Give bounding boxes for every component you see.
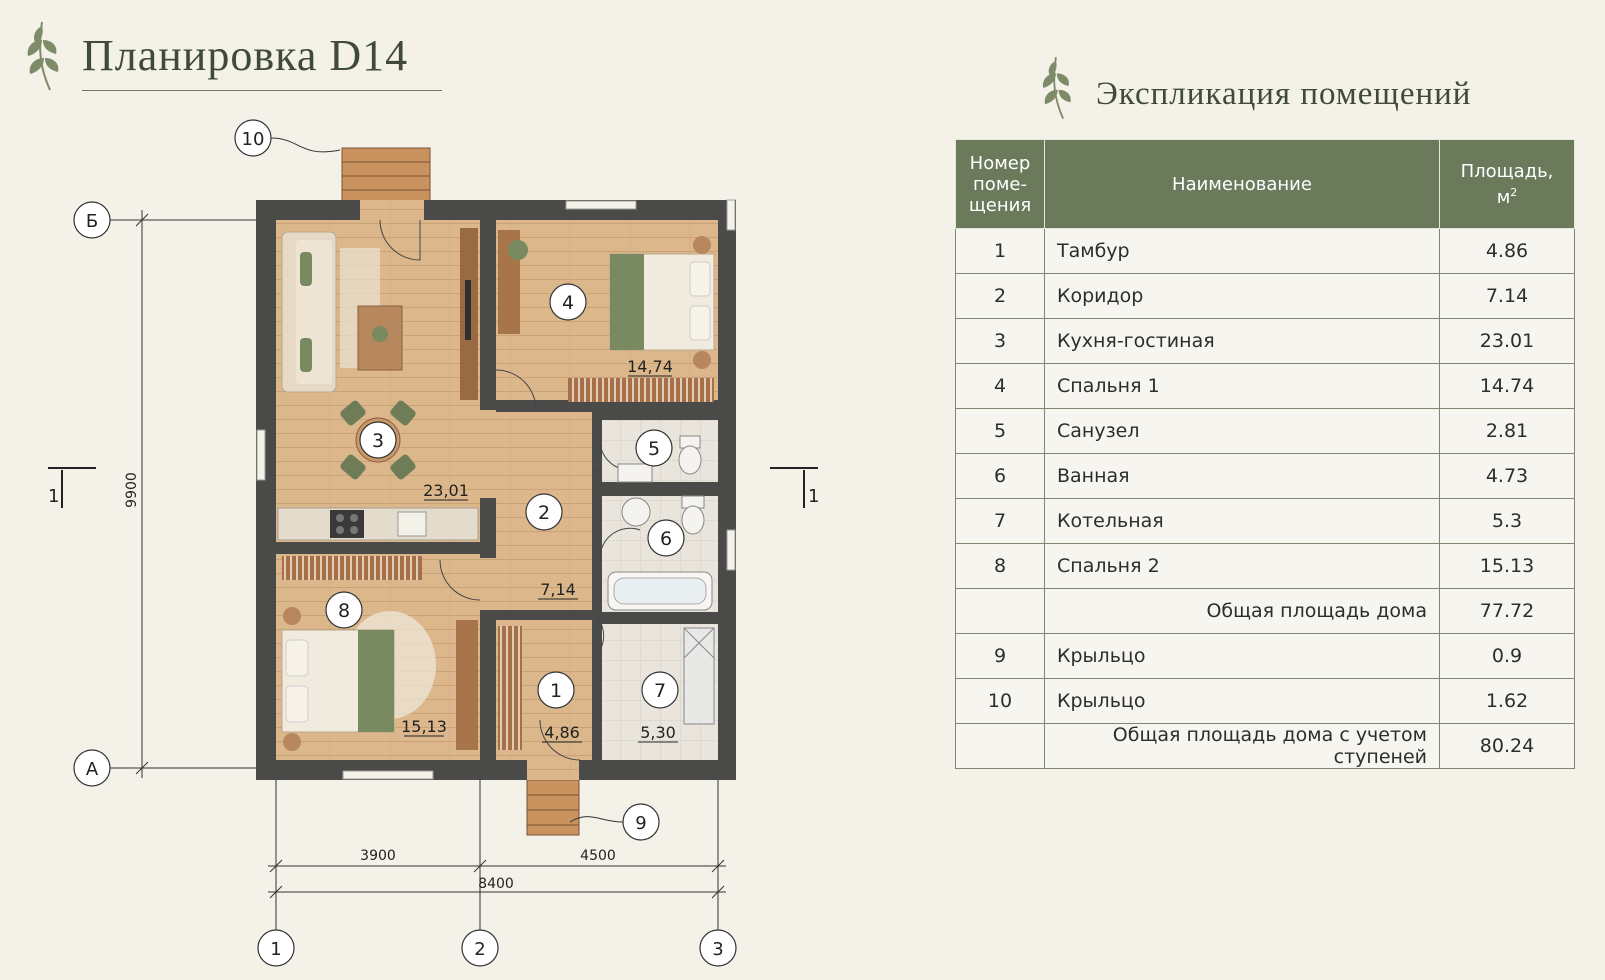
front-door-opening: [360, 200, 424, 220]
axis-number-1: 1: [270, 939, 281, 960]
page-title: Планировка D14: [82, 31, 409, 80]
dim-left-span: 3900: [360, 848, 396, 864]
axis-letter-b: Б: [86, 211, 98, 232]
section-label-right: 1: [808, 486, 819, 507]
bedroom-1-furniture: [498, 230, 715, 402]
room-1-area: 4,86: [544, 723, 580, 742]
room-4-number: 4: [562, 292, 574, 314]
axis-number-3: 3: [712, 939, 723, 960]
explication-table: Номер поме- щения Наименование Площадь, …: [955, 139, 1575, 769]
room-5-number: 5: [648, 438, 660, 460]
porch-9-number: 9: [635, 813, 646, 834]
room-6-number: 6: [660, 528, 672, 550]
porch-10-number: 10: [242, 129, 265, 150]
header-name: Наименование: [1044, 139, 1440, 229]
dimension-lines: [110, 210, 726, 930]
header-area: Площадь, м2: [1439, 139, 1575, 229]
section-labels: 1 1: [48, 486, 819, 507]
windows: [256, 199, 736, 780]
room-4-area: 14,74: [627, 357, 673, 376]
leaf-icon: [1036, 52, 1074, 127]
room-numbers: 1 2 3 4 5 6 7 8: [338, 292, 672, 702]
dim-height: 9900: [124, 472, 140, 508]
axis-markers: Б А 1 2 3: [73, 201, 737, 967]
section-label-left: 1: [48, 486, 59, 507]
explication-title: Экспликация помещений: [1096, 76, 1472, 112]
dim-right-span: 4500: [580, 848, 616, 864]
dimension-labels: 3900 4500 8400 9900: [124, 472, 616, 892]
door-swings: [379, 219, 641, 761]
living-room-furniture: [277, 228, 479, 541]
room-7-number: 7: [654, 680, 666, 702]
room-3-area: 23,01: [423, 481, 469, 500]
floor-plan: 1 2 3 4 5 6 7 8 4,86 7,14 23,01 14,74 5,…: [48, 119, 819, 967]
room-1-number: 1: [550, 680, 562, 702]
header-number: Номер поме- щения: [955, 139, 1045, 229]
table-header-row: Номер поме- щения Наименование Площадь, …: [955, 139, 1575, 229]
room-8-area: 15,13: [401, 717, 447, 736]
bedroom-2-furniture: [281, 556, 522, 751]
room-3-number: 3: [372, 430, 384, 452]
back-door-opening: [527, 760, 579, 780]
dim-total-width: 8400: [478, 876, 514, 892]
room-areas: 4,86 7,14 23,01 14,74 5,30 15,13: [401, 357, 676, 742]
axis-number-2: 2: [474, 939, 485, 960]
inner-walls: [268, 210, 718, 770]
leaf-icon: [20, 18, 62, 97]
section-marks: [48, 467, 818, 508]
area-underlines: [404, 375, 678, 743]
axis-letter-a: А: [86, 759, 99, 780]
bathroom-fixtures: [607, 435, 715, 725]
room-markers: [325, 283, 685, 709]
room-7-area: 5,30: [640, 723, 676, 742]
room-8-number: 8: [338, 600, 350, 622]
title-underline: [82, 90, 442, 91]
room-2-number: 2: [538, 502, 550, 524]
room-2-area: 7,14: [540, 580, 576, 599]
porch-markers: 10 9: [234, 119, 660, 841]
